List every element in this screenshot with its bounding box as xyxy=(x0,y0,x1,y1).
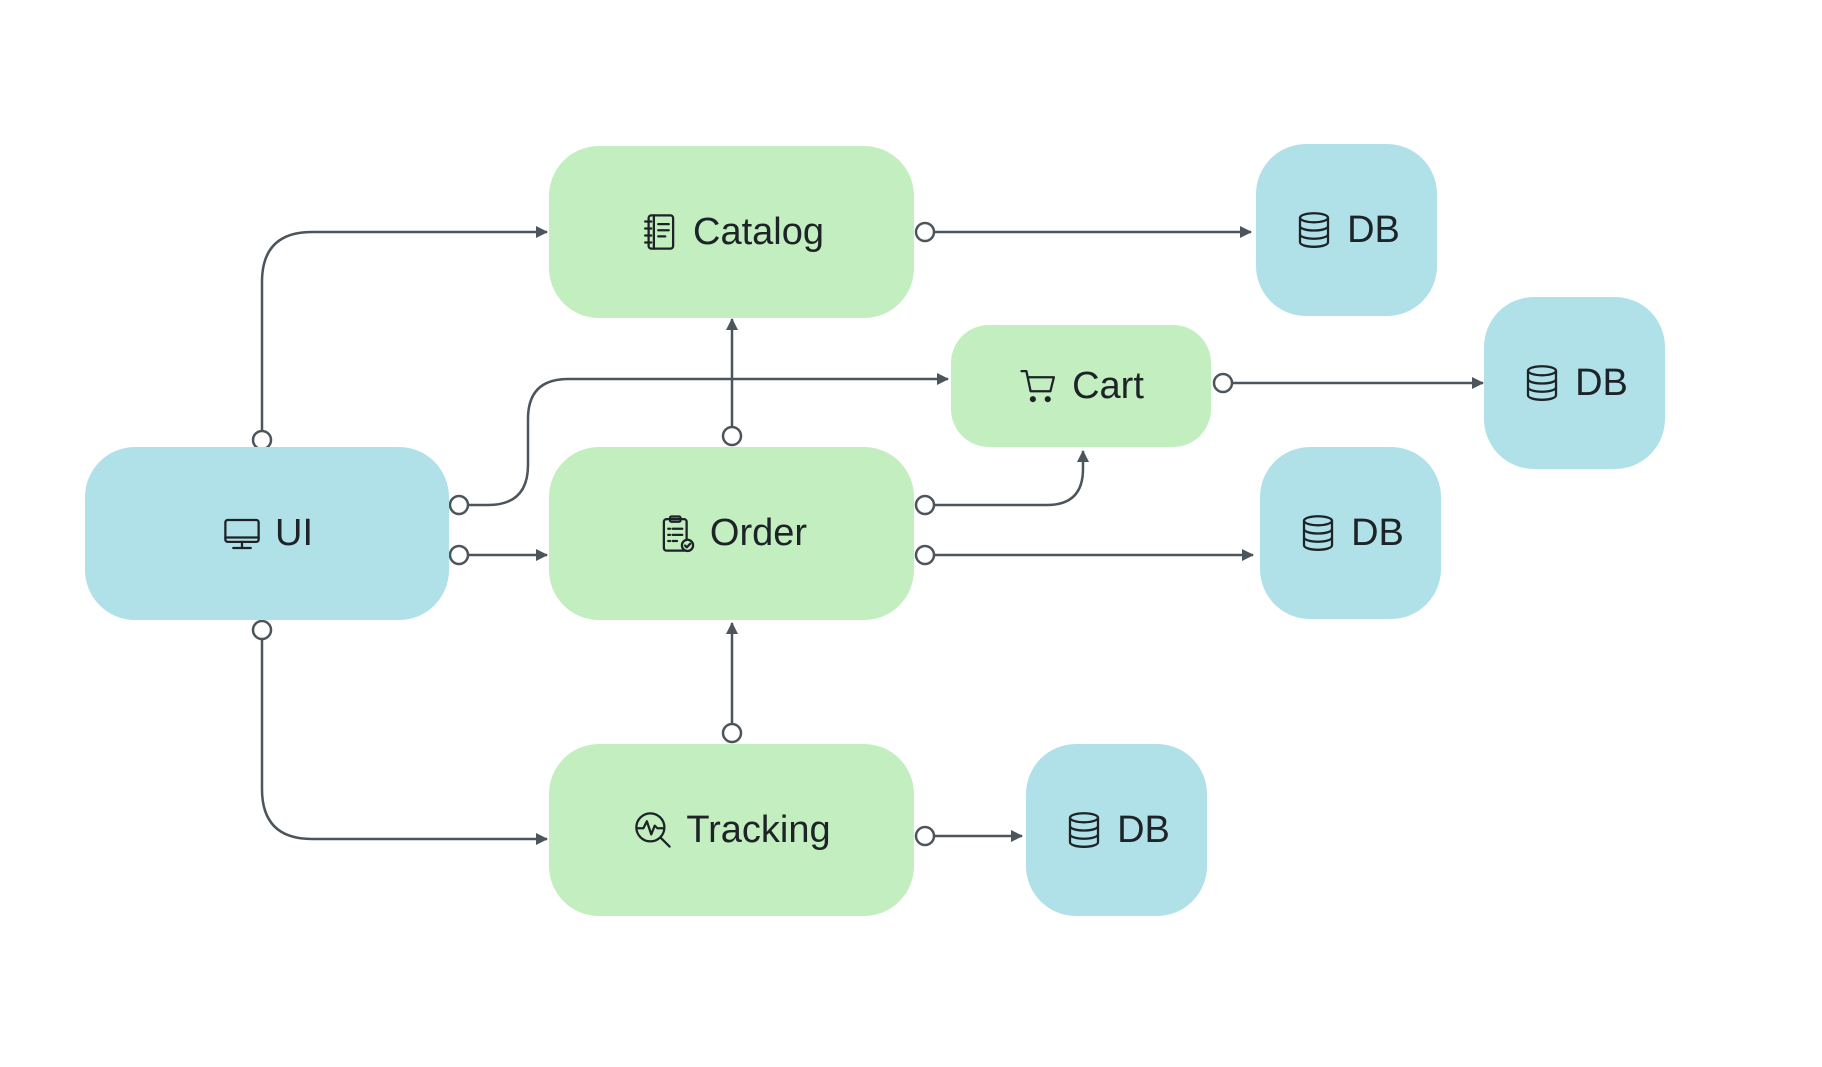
node-db-catalog[interactable]: DB xyxy=(1256,144,1437,316)
node-db-tracking-label: DB xyxy=(1117,808,1170,851)
port-order-top[interactable] xyxy=(721,425,743,447)
node-db-catalog-label: DB xyxy=(1347,208,1400,251)
node-tracking[interactable]: Tracking xyxy=(549,744,914,916)
port-ui-bottom[interactable] xyxy=(251,619,273,641)
clipboard-check-icon xyxy=(656,513,698,555)
database-icon xyxy=(1293,209,1335,251)
node-catalog[interactable]: Catalog xyxy=(549,146,914,318)
port-ui-right-lower[interactable] xyxy=(448,544,470,566)
cart-icon xyxy=(1018,365,1060,407)
edge-ui-catalog xyxy=(260,226,548,440)
node-order-label: Order xyxy=(709,512,808,554)
node-tracking-label: Tracking xyxy=(686,808,831,851)
node-db-tracking[interactable]: DB xyxy=(1026,744,1207,916)
node-order[interactable]: Order xyxy=(549,447,914,620)
port-tracking-top[interactable] xyxy=(721,722,743,744)
port-catalog-right[interactable] xyxy=(914,221,936,243)
database-icon xyxy=(1063,809,1105,851)
node-cart[interactable]: Cart xyxy=(951,325,1211,447)
node-ui-label: UI xyxy=(275,512,313,554)
node-ui[interactable]: UI xyxy=(85,447,449,620)
edge-ui-cart xyxy=(459,373,949,507)
database-icon xyxy=(1297,512,1339,554)
monitor-icon xyxy=(221,513,263,555)
notebook-icon xyxy=(639,211,681,253)
edge-order-cart xyxy=(925,450,1089,507)
node-db-cart[interactable]: DB xyxy=(1484,297,1665,469)
port-cart-right[interactable] xyxy=(1212,372,1234,394)
node-cart-label: Cart xyxy=(1072,364,1144,407)
edge-ui-tracking xyxy=(260,630,548,845)
node-db-order[interactable]: DB xyxy=(1260,447,1441,619)
node-catalog-label: Catalog xyxy=(693,210,824,253)
database-icon xyxy=(1521,362,1563,404)
port-order-right-upper[interactable] xyxy=(914,494,936,516)
chart-search-icon xyxy=(632,809,674,851)
port-ui-right-upper[interactable] xyxy=(448,494,470,516)
port-tracking-right[interactable] xyxy=(914,825,936,847)
port-order-right-lower[interactable] xyxy=(914,544,936,566)
node-db-order-label: DB xyxy=(1351,511,1404,554)
node-db-cart-label: DB xyxy=(1575,361,1628,404)
